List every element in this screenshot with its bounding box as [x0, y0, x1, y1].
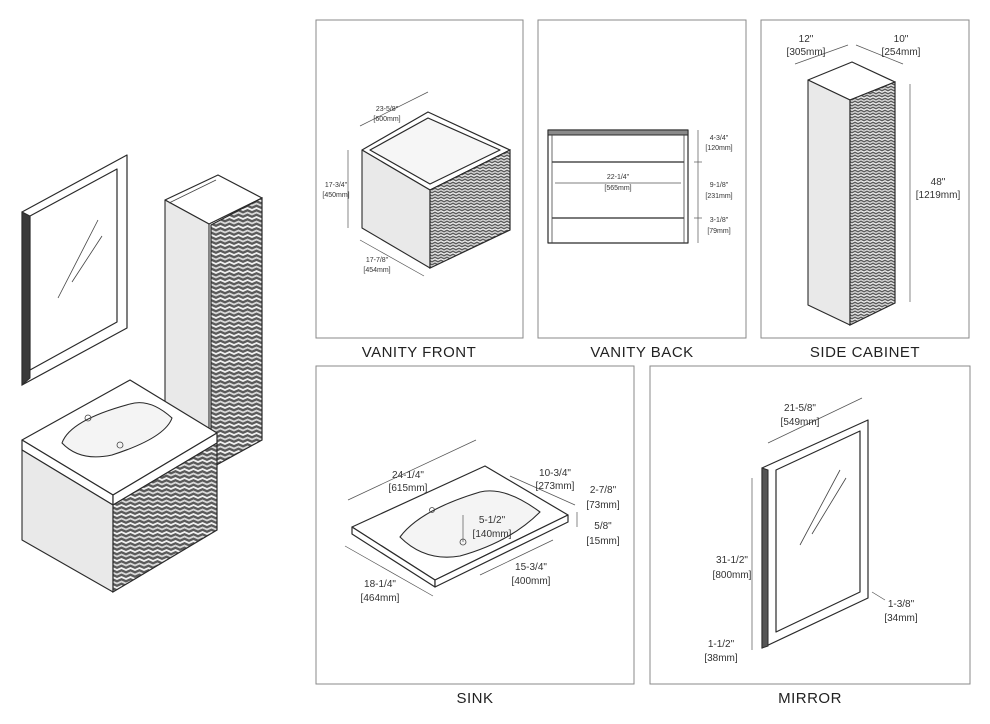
svg-text:[38mm]: [38mm] [704, 653, 738, 664]
svg-text:12": 12" [799, 34, 814, 45]
dim-side-cabinet-width: 10" [254mm] [882, 34, 921, 58]
svg-text:[450mm]: [450mm] [322, 192, 349, 199]
dim-side-cabinet-height: 48" [1219mm] [916, 177, 961, 201]
dim-vanity-front-height: 17-3/4" [450mm] [322, 182, 349, 199]
svg-text:5/8": 5/8" [594, 521, 612, 532]
panel-side-cabinet [760, 19, 970, 339]
svg-text:[454mm]: [454mm] [363, 267, 390, 274]
svg-text:24-1/4": 24-1/4" [392, 470, 424, 481]
svg-text:[615mm]: [615mm] [389, 483, 428, 494]
dim-sink-depth: 18-1/4" [464mm] [361, 579, 400, 604]
overview-side-cabinet [164, 174, 263, 471]
svg-text:1-1/2": 1-1/2" [708, 639, 735, 650]
svg-text:[254mm]: [254mm] [882, 47, 921, 58]
svg-text:5-1/2": 5-1/2" [479, 515, 506, 526]
svg-text:[1219mm]: [1219mm] [916, 190, 961, 201]
svg-text:[549mm]: [549mm] [781, 417, 820, 428]
dim-sink-thickness: 5/8" [15mm] [586, 521, 620, 547]
panel-sink [315, 365, 635, 685]
svg-text:[800mm]: [800mm] [713, 570, 752, 581]
svg-text:[140mm]: [140mm] [473, 529, 512, 540]
svg-text:22-1/4": 22-1/4" [607, 174, 630, 181]
dim-vanity-front-width: 23-5/8" [600mm] [373, 106, 400, 123]
panel-mirror [649, 365, 971, 685]
caption-vanity-front: VANITY FRONT [362, 344, 477, 361]
svg-text:[79mm]: [79mm] [707, 228, 730, 235]
caption-vanity-back: VANITY BACK [590, 344, 693, 361]
overview-mirror [21, 154, 128, 387]
svg-text:48": 48" [931, 177, 946, 188]
svg-text:2-7/8": 2-7/8" [590, 485, 617, 496]
dim-vanity-back-width: 22-1/4" [565mm] [604, 174, 631, 192]
svg-text:15-3/4": 15-3/4" [515, 562, 547, 573]
dim-mirror-bottom: 1-1/2" [38mm] [704, 639, 738, 664]
dim-sink-back: 10-3/4" [273mm] [536, 468, 575, 492]
panel-vanity-back [537, 19, 747, 339]
dim-sink-basin-depth: 5-1/2" [140mm] [473, 515, 512, 540]
svg-text:3-1/8": 3-1/8" [710, 217, 729, 224]
svg-text:31-1/2": 31-1/2" [716, 555, 748, 566]
dim-mirror-height: 31-1/2" [800mm] [713, 555, 752, 581]
svg-text:18-1/4": 18-1/4" [364, 579, 396, 590]
svg-text:[73mm]: [73mm] [586, 500, 620, 511]
dim-vanity-front-depth: 17-7/8" [454mm] [363, 257, 390, 274]
dim-vanity-back-bottom: 3-1/8" [79mm] [707, 217, 730, 235]
svg-text:[600mm]: [600mm] [373, 116, 400, 123]
svg-text:[305mm]: [305mm] [787, 47, 826, 58]
svg-text:23-5/8": 23-5/8" [376, 106, 399, 113]
sink-drawing [344, 439, 578, 597]
dim-vanity-back-top: 4-3/4" [120mm] [705, 135, 732, 152]
dim-sink-width: 24-1/4" [615mm] [389, 470, 428, 494]
svg-text:21-5/8": 21-5/8" [784, 403, 816, 414]
mirror-drawing [751, 397, 886, 650]
side-cabinet-drawing [794, 44, 911, 326]
svg-text:10-3/4": 10-3/4" [539, 468, 571, 479]
svg-text:[464mm]: [464mm] [361, 593, 400, 604]
svg-text:1-3/8": 1-3/8" [888, 599, 915, 610]
svg-text:[15mm]: [15mm] [586, 536, 620, 547]
svg-text:4-3/4": 4-3/4" [710, 135, 729, 142]
svg-text:[565mm]: [565mm] [604, 185, 631, 192]
svg-text:17-7/8": 17-7/8" [366, 257, 389, 264]
svg-text:17-3/4": 17-3/4" [325, 182, 348, 189]
svg-text:[34mm]: [34mm] [884, 613, 918, 624]
vanity-front-drawing [347, 91, 511, 277]
dim-mirror-width: 21-5/8" [549mm] [781, 403, 820, 428]
svg-text:[120mm]: [120mm] [705, 145, 732, 152]
dim-side-cabinet-depth: 12" [305mm] [787, 34, 826, 58]
dim-mirror-thickness: 1-3/8" [34mm] [884, 599, 918, 624]
panel-vanity-front [315, 19, 524, 339]
caption-sink: SINK [456, 690, 493, 707]
svg-text:[231mm]: [231mm] [705, 193, 732, 200]
svg-text:[400mm]: [400mm] [512, 576, 551, 587]
svg-text:9-1/8": 9-1/8" [710, 182, 729, 189]
dim-sink-basin-width: 15-3/4" [400mm] [512, 562, 551, 587]
caption-mirror: MIRROR [778, 690, 842, 707]
caption-side-cabinet: SIDE CABINET [810, 344, 920, 361]
svg-text:10": 10" [894, 34, 909, 45]
dim-sink-thickness-top: 2-7/8" [73mm] [586, 485, 620, 511]
dim-vanity-back-middle: 9-1/8" [231mm] [705, 182, 732, 200]
svg-text:[273mm]: [273mm] [536, 481, 575, 492]
overview-vanity [21, 379, 218, 594]
vanity-back-drawing [547, 129, 702, 244]
